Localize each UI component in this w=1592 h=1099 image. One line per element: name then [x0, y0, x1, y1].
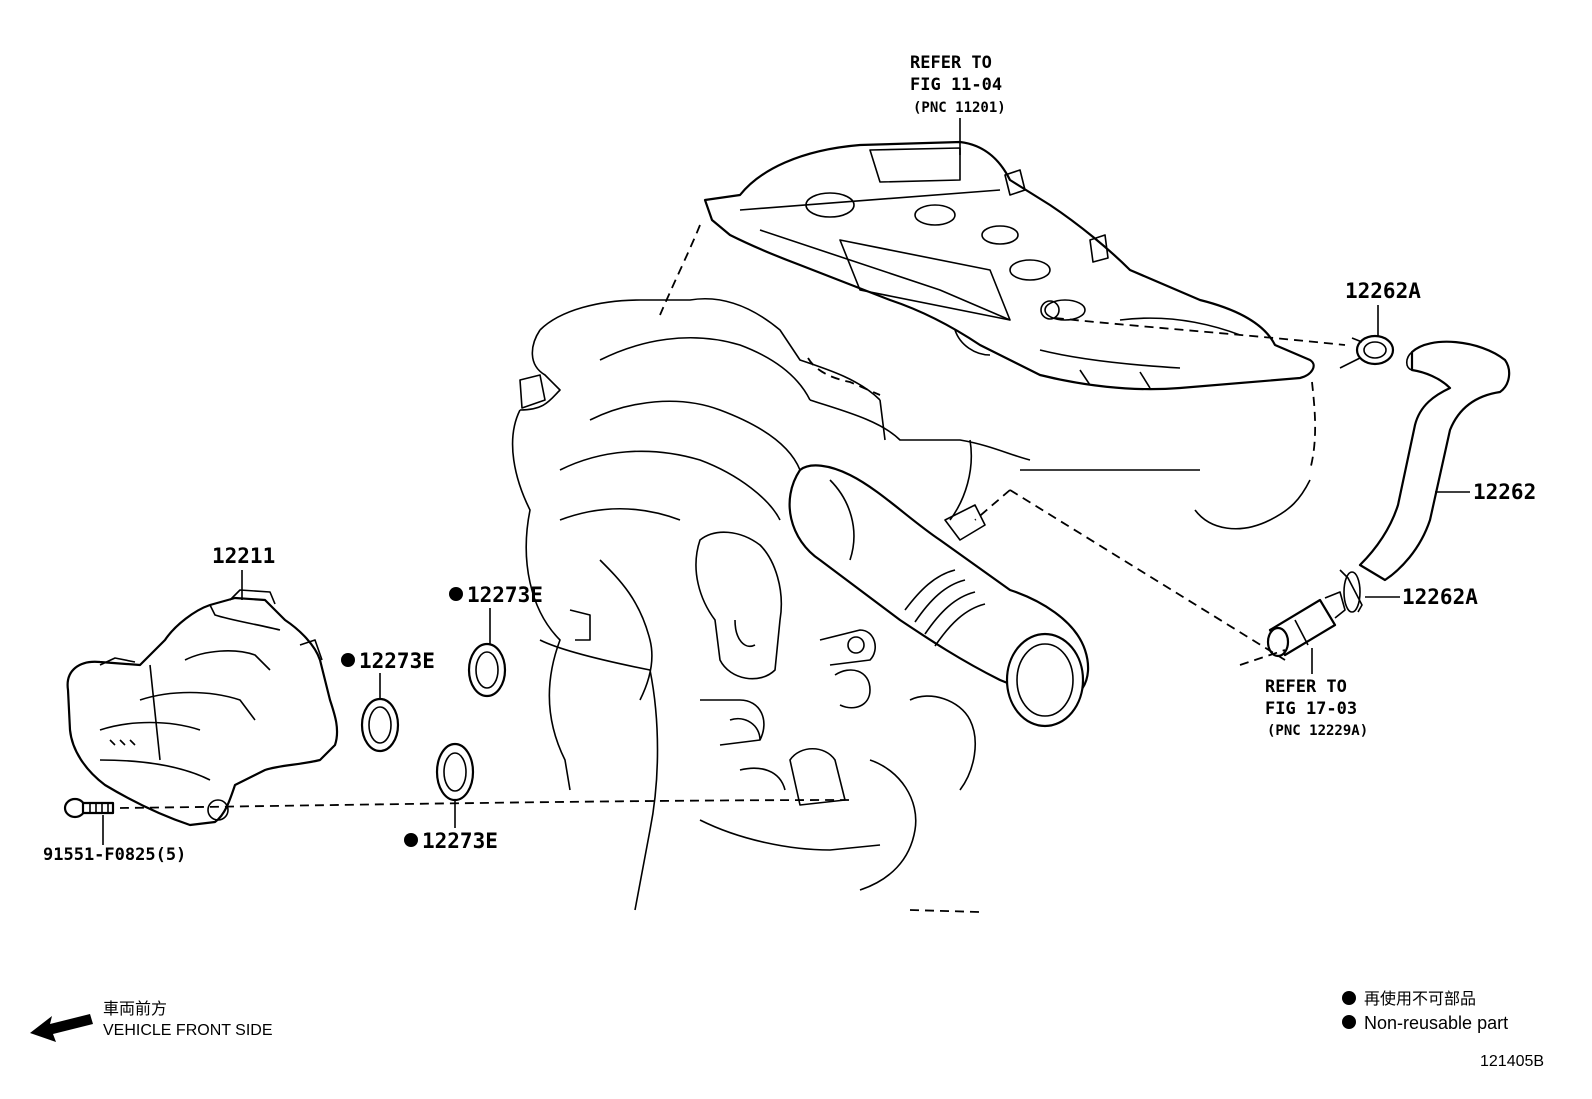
- legend-non-reusable-en: Non-reusable part: [1364, 1013, 1508, 1033]
- reference-label-fitting: REFER TO FIG 17-03 (PNC 12229A): [1265, 677, 1368, 739]
- part-label-clamp-upper[interactable]: 12262A: [1345, 279, 1421, 303]
- legend-bullet-2-icon: [1342, 1015, 1356, 1029]
- vehicle-front-indicator: 車両前方 VEHICLE FRONT SIDE: [30, 1000, 273, 1042]
- ref-fitting-line1: REFER TO: [1265, 677, 1347, 697]
- ref-fitting-line3: (PNC 12229A): [1267, 723, 1368, 739]
- cylinder-head-cover-drawing: [703, 140, 1315, 391]
- orientation-label-en: VEHICLE FRONT SIDE: [103, 1022, 273, 1039]
- leader-lines: [102, 118, 1470, 845]
- ref-fitting-line2: FIG 17-03: [1265, 699, 1357, 719]
- part-label-gasket-1[interactable]: 12273E: [467, 583, 543, 607]
- front-direction-arrow-icon: [30, 1014, 93, 1042]
- part-label-gasket-2[interactable]: 12273E: [359, 649, 435, 673]
- orientation-label-jp: 車両前方: [103, 1000, 167, 1018]
- non-reusable-marker-3: [404, 833, 418, 847]
- non-reusable-marker-2: [341, 653, 355, 667]
- legend-bullet-1-icon: [1342, 991, 1356, 1005]
- part-label-separator[interactable]: 12211: [212, 544, 275, 568]
- ref-head-cover-line2: FIG 11-04: [910, 75, 1002, 95]
- part-label-hose[interactable]: 12262: [1473, 480, 1536, 504]
- figure-id: 121405B: [1480, 1053, 1544, 1070]
- legend: 再使用不可部品 Non-reusable part: [1342, 990, 1508, 1033]
- part-label-gasket-3[interactable]: 12273E: [422, 829, 498, 853]
- ref-head-cover-line3: (PNC 11201): [913, 100, 1006, 116]
- oil-separator-drawing: [66, 589, 339, 827]
- ventilation-hose-drawing: [1266, 334, 1511, 658]
- assembly-dash-lines: [119, 224, 1346, 809]
- ref-head-cover-line1: REFER TO: [910, 53, 992, 73]
- bolt-drawing: [63, 797, 115, 819]
- engine-block-drawing: [511, 297, 1311, 913]
- legend-non-reusable-jp: 再使用不可部品: [1364, 990, 1476, 1008]
- part-label-clamp-lower[interactable]: 12262A: [1402, 585, 1478, 609]
- part-label-bolt[interactable]: 91551-F0825(5): [43, 845, 186, 865]
- reference-label-head-cover: REFER TO FIG 11-04 (PNC 11201): [910, 53, 1006, 116]
- gasket-drawings: [360, 642, 507, 802]
- non-reusable-marker-1: [449, 587, 463, 601]
